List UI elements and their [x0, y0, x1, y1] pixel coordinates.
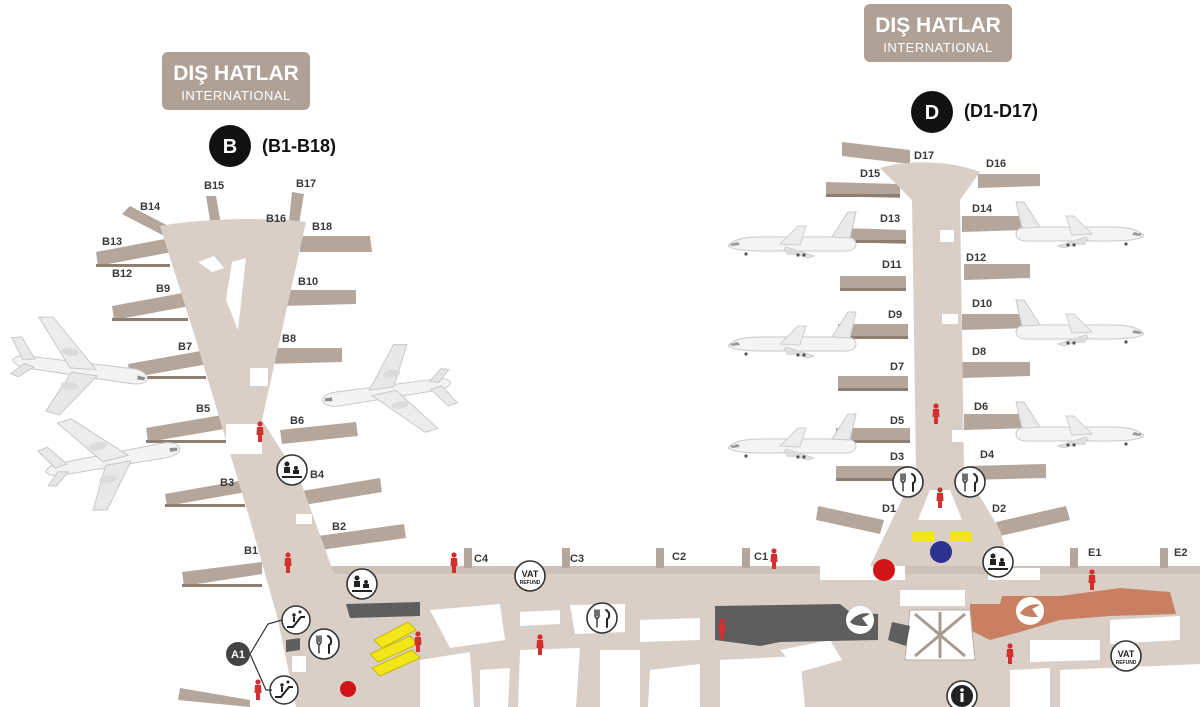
gate-label: D5 — [890, 415, 904, 427]
vat-label: VAT — [522, 569, 539, 579]
terminal-b-marker: B (B1-B18) — [209, 125, 336, 167]
zone-badge-b: DIŞ HATLAR INTERNATIONAL — [162, 52, 310, 110]
family-icon[interactable] — [982, 546, 1014, 578]
a1-marker: A1 — [226, 619, 283, 691]
yellow-stairs — [369, 621, 421, 677]
zone-d-title: DIŞ HATLAR — [875, 14, 1001, 37]
gate-label: B13 — [102, 236, 122, 248]
gate-label: D11 — [882, 259, 902, 271]
family-icon[interactable] — [276, 454, 308, 486]
gate-label: D10 — [972, 298, 992, 310]
c-gate-stubs — [464, 548, 1168, 568]
gate-label: D7 — [890, 361, 904, 373]
central-security-area — [888, 609, 976, 661]
gate-label: D15 — [860, 168, 880, 180]
gate-label: D14 — [972, 203, 993, 215]
gate-label: D4 — [980, 449, 995, 461]
information-icon[interactable] — [946, 680, 978, 707]
terminal-d-range: (D1-D17) — [964, 101, 1038, 121]
gate-label: B8 — [282, 333, 296, 345]
gate-label: E1 — [1088, 547, 1101, 559]
terminal-d-marker: D (D1-D17) — [911, 91, 1038, 133]
vat-refund-icon[interactable]: VAT REFUND — [1110, 640, 1142, 672]
zone-b-subtitle: INTERNATIONAL — [181, 88, 291, 103]
gate-label: B16 — [266, 213, 286, 225]
gate-label: D9 — [888, 309, 902, 321]
gate-label: B7 — [178, 341, 192, 353]
terminal-b-range: (B1-B18) — [262, 136, 336, 156]
gate-label: B5 — [196, 403, 210, 415]
red-marker — [873, 559, 895, 581]
gate-label: B6 — [290, 415, 304, 427]
vat-refund-icon[interactable]: VAT REFUND — [514, 560, 546, 592]
fork-knife-icon[interactable] — [892, 466, 924, 498]
airline-logo-icon — [846, 597, 1044, 634]
gate-label: C4 — [474, 553, 489, 565]
terminal-b-letter: B — [223, 136, 237, 158]
gate-label: B18 — [312, 221, 332, 233]
vat-sub-label: REFUND — [1116, 660, 1137, 666]
gate-labels-c: C1 C2 C3 C4 — [474, 551, 768, 565]
gate-label: D16 — [986, 158, 1006, 170]
red-marker — [340, 681, 356, 697]
a1-label: A1 — [231, 649, 245, 661]
fork-knife-icon[interactable] — [308, 628, 340, 660]
escalator-icon[interactable] — [269, 675, 299, 705]
gate-label: D3 — [890, 451, 904, 463]
gate-label: E2 — [1174, 547, 1187, 559]
gate-label: B12 — [112, 268, 132, 280]
gate-label: D2 — [992, 503, 1006, 515]
gate-label: B14 — [140, 201, 161, 213]
gate-label: D6 — [974, 401, 988, 413]
zone-b-title: DIŞ HATLAR — [173, 62, 299, 85]
gate-label: C3 — [570, 553, 584, 565]
gate-label: C2 — [672, 551, 686, 563]
gate-label: B15 — [204, 180, 224, 192]
gate-label: D17 — [914, 150, 934, 162]
gate-label: C1 — [754, 551, 768, 563]
gate-label: D12 — [966, 252, 986, 264]
vat-label: VAT — [1118, 649, 1135, 659]
family-icon[interactable] — [346, 568, 378, 600]
gate-label: B9 — [156, 283, 170, 295]
fork-knife-icon[interactable] — [586, 602, 618, 634]
gate-label: B10 — [298, 276, 318, 288]
gate-labels-e: E1 E2 — [1088, 547, 1187, 559]
gate-label: D1 — [882, 503, 896, 515]
d-pier — [816, 142, 1070, 566]
business-lounge-dark — [715, 604, 878, 646]
fork-knife-icon[interactable] — [954, 466, 986, 498]
gate-label: B4 — [310, 469, 325, 481]
gate-label: B17 — [296, 178, 316, 190]
gate-label: B2 — [332, 521, 346, 533]
gate-label: D8 — [972, 346, 986, 358]
gate-label: B3 — [220, 477, 234, 489]
terminal-buildings — [420, 563, 1200, 707]
vat-sub-label: REFUND — [520, 580, 541, 586]
yellow-marker — [912, 532, 934, 542]
gate-label: D13 — [880, 213, 900, 225]
blue-marker — [930, 541, 952, 563]
gate-label: B1 — [244, 545, 258, 557]
gate-labels-d: D1 D2 D3 D4 D5 D6 D7 D8 D9 D10 D11 D12 D… — [860, 150, 1006, 515]
gate-labels-b: B1 B2 B3 B4 B5 B6 B7 B8 B9 B10 B12 B13 B… — [102, 178, 346, 557]
escalator-icon[interactable] — [281, 605, 311, 635]
yellow-marker — [950, 532, 972, 542]
zone-badge-d: DIŞ HATLAR INTERNATIONAL — [864, 4, 1012, 62]
zone-d-subtitle: INTERNATIONAL — [883, 40, 993, 55]
terminal-d-letter: D — [925, 102, 939, 124]
